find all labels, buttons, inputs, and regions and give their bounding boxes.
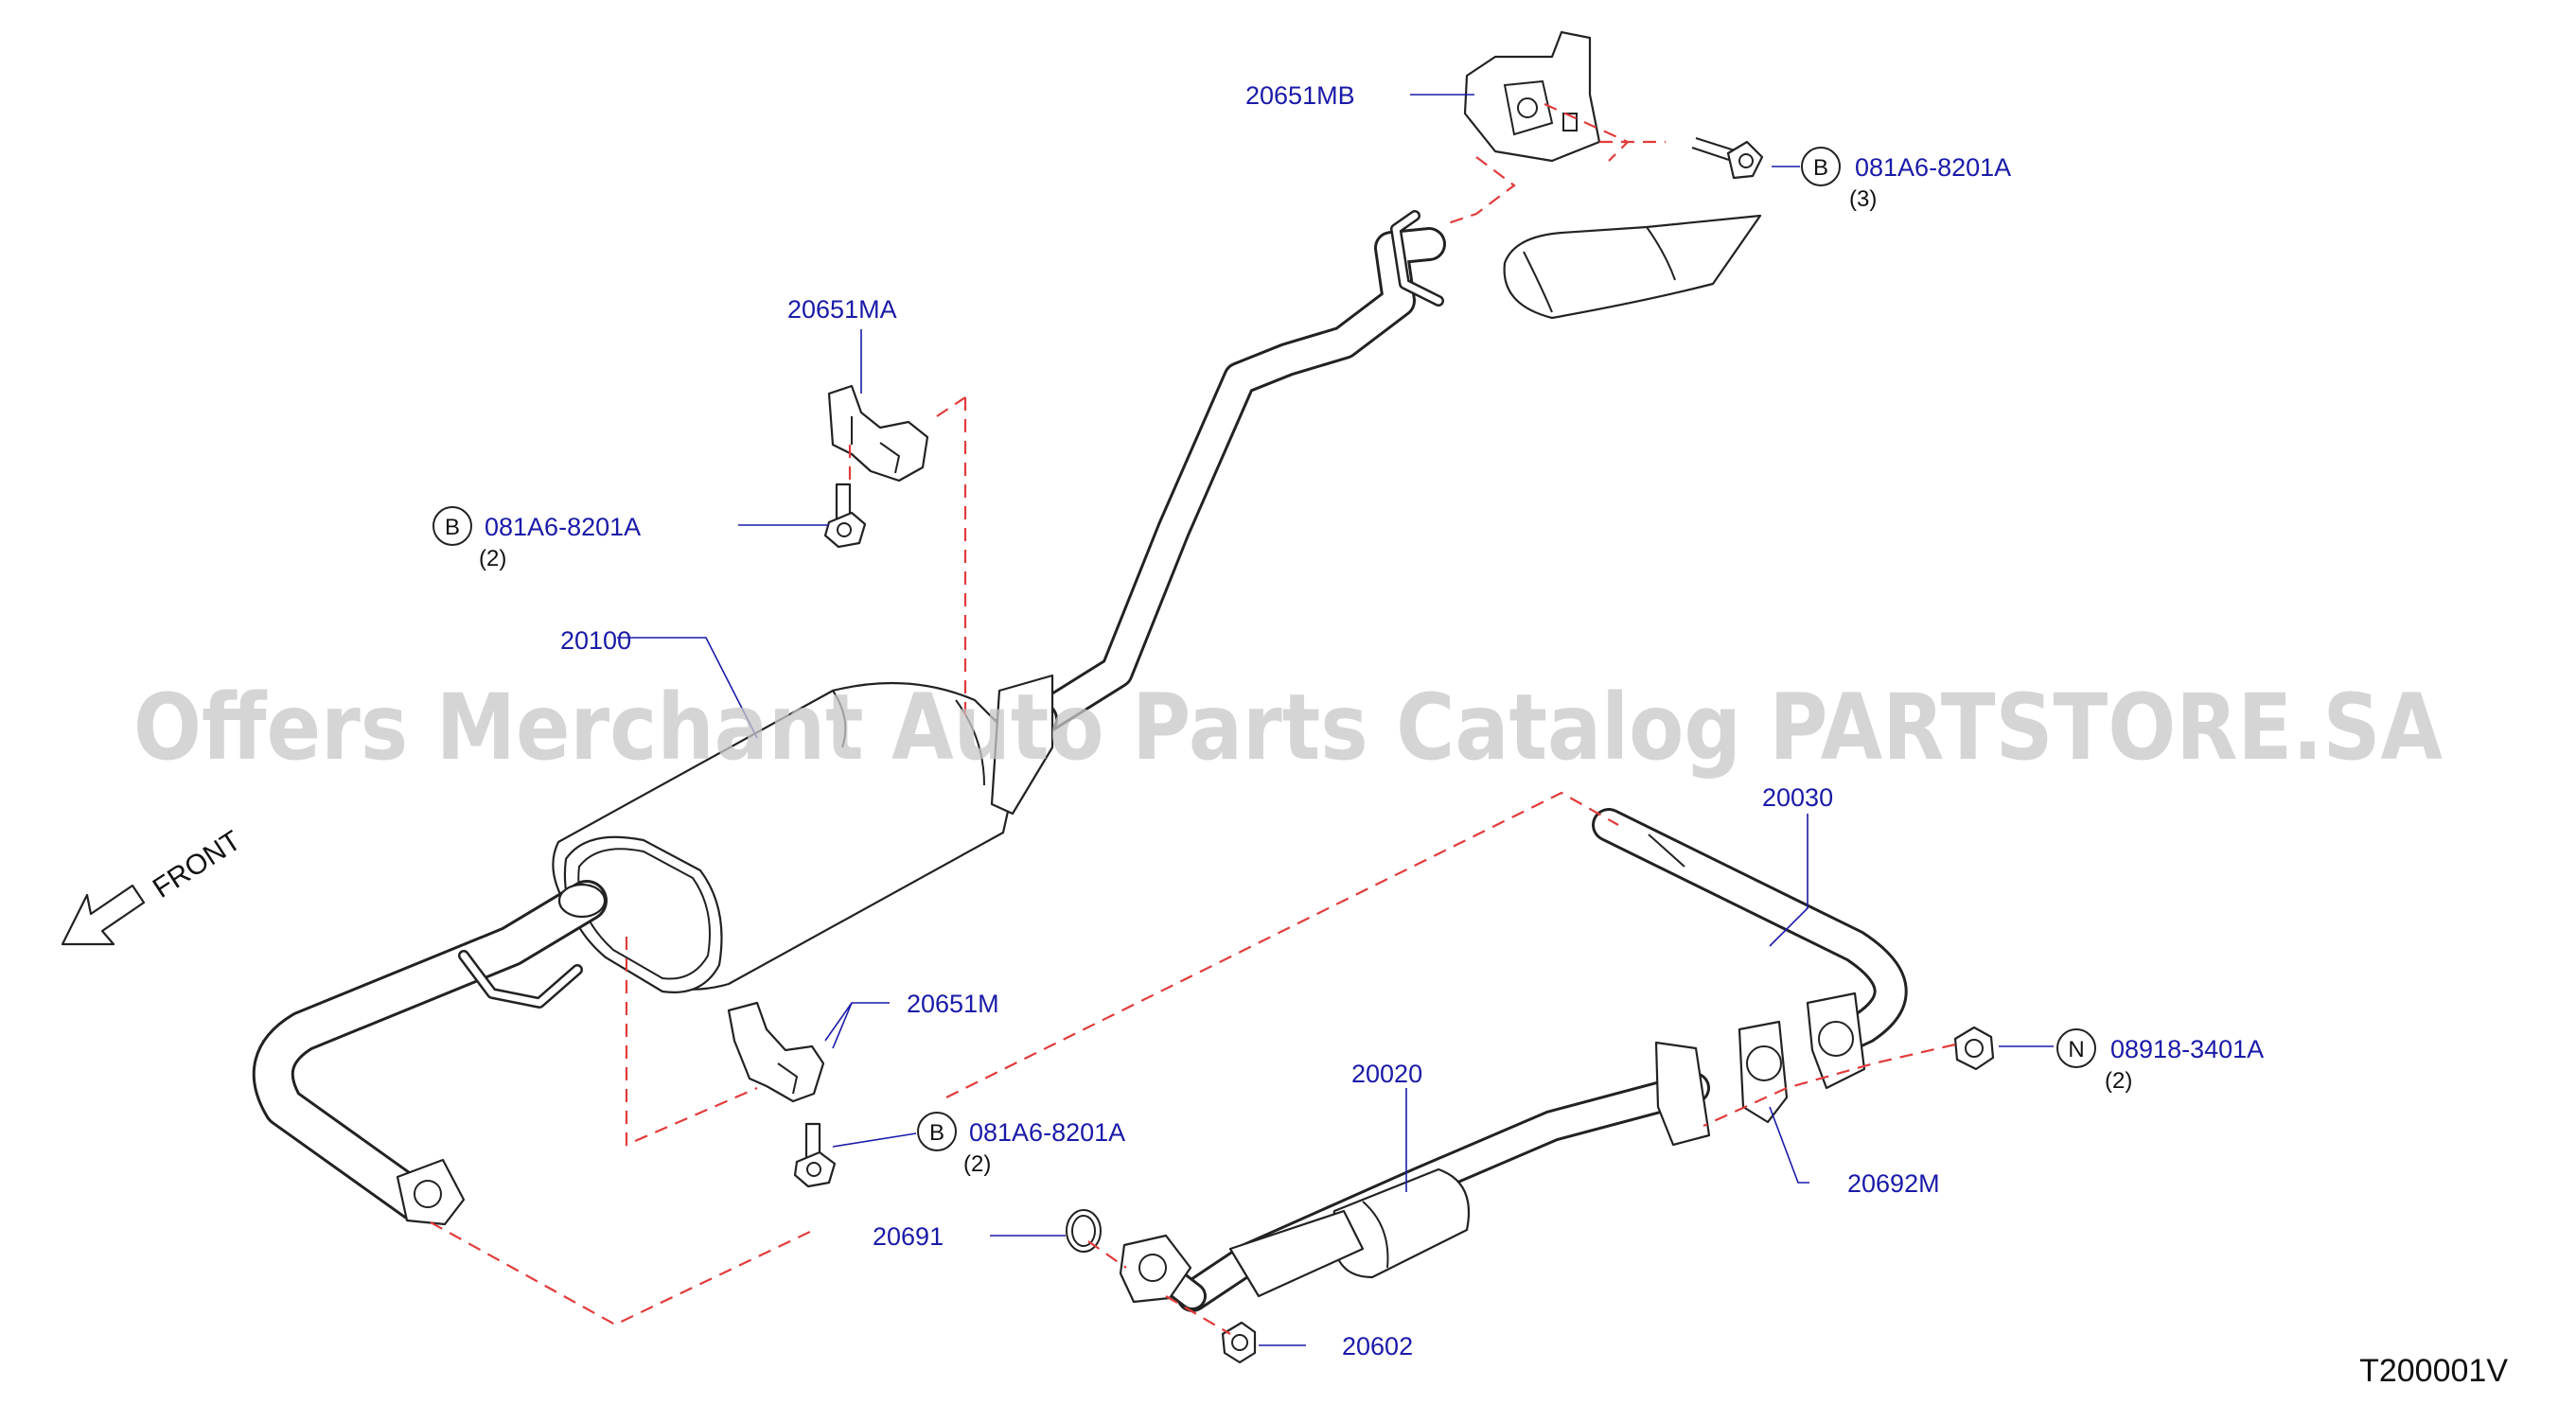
callout-20651m: 20651M	[907, 990, 999, 1018]
leader-lines	[617, 94, 2054, 1346]
center-pipe	[1592, 808, 1908, 1090]
callout-20020: 20020	[1351, 1060, 1422, 1088]
fastener-callout-mid: B 081A6-8201A (2)	[432, 506, 641, 571]
assembly-links	[430, 102, 1956, 1335]
fastener-symbol: B	[929, 1120, 944, 1146]
fastener-part: 08918-3401A	[2110, 1035, 2264, 1063]
nut-20602	[1221, 1321, 1257, 1364]
callout-20651ma: 20651MA	[787, 295, 897, 324]
fastener-callout-front: B 081A6-8201A (2)	[917, 1112, 1125, 1177]
front-tube	[1119, 1041, 1711, 1312]
fastener-qty: (2)	[963, 1151, 991, 1177]
fastener-callout-nut: N 08918-3401A (2)	[2056, 1028, 2264, 1094]
gasket-20692m	[1738, 1020, 1789, 1124]
fastener-symbol-circle	[2056, 1028, 2096, 1068]
mount-rear-20651mb	[1463, 30, 1601, 163]
mount-front-20651m	[727, 1001, 825, 1103]
fastener-symbol-circle	[432, 506, 472, 546]
muffler-assembly	[552, 674, 1058, 993]
bolt-front	[793, 1122, 837, 1188]
mount-mid-20651ma	[827, 384, 929, 483]
bolt-mid	[823, 483, 867, 549]
fastener-symbol: N	[2068, 1037, 2084, 1062]
fastener-symbol: B	[1813, 155, 1828, 181]
callout-20030: 20030	[1762, 783, 1833, 812]
fastener-qty: (2)	[479, 546, 506, 571]
callout-20602: 20602	[1342, 1332, 1413, 1360]
front-label: FRONT	[148, 825, 247, 904]
fastener-qty: (3)	[1849, 186, 1877, 212]
callout-20651mb: 20651MB	[1245, 81, 1355, 110]
fastener-symbol-circle	[917, 1112, 957, 1151]
muffler-hanger-strap	[990, 674, 1054, 816]
fastener-part: 081A6-8201A	[1855, 153, 2011, 182]
front-arrow: FRONT	[61, 825, 247, 946]
fastener-symbol: B	[445, 515, 460, 540]
rear-resonator	[1503, 214, 1762, 320]
callout-20691: 20691	[873, 1222, 944, 1251]
nut-08918	[1953, 1026, 1995, 1071]
callout-labels: 20651MB 20651MA 20100 20651M 20030 20020…	[560, 81, 1940, 1360]
callout-20100: 20100	[560, 626, 631, 655]
diagram-code: T200001V	[2359, 1353, 2508, 1389]
center-pipe-flange	[1806, 992, 1866, 1090]
front-tube-flange	[1654, 1041, 1711, 1147]
fastener-qty: (2)	[2105, 1068, 2132, 1094]
catalytic-converter	[1332, 1167, 1471, 1279]
fastener-callout-rear: B 081A6-8201A (3)	[1801, 147, 2011, 212]
fastener-part: 081A6-8201A	[969, 1118, 1125, 1147]
inlet-pipe-end	[557, 883, 607, 919]
fastener-part: 081A6-8201A	[485, 513, 641, 541]
fastener-symbol-circle	[1801, 147, 1841, 186]
tail-pipe	[1024, 210, 1762, 736]
front-direction-arrow-icon	[61, 884, 146, 946]
callout-20692m: 20692M	[1847, 1169, 1940, 1198]
front-tube-heat-shield	[1228, 1209, 1365, 1298]
muffler-inlet-pipe	[252, 880, 608, 1226]
pipe-flange-clamp	[396, 1158, 466, 1226]
bolt-rear	[1691, 137, 1764, 180]
watermark-text: Offers Merchant Auto Parts Catalog PARTS…	[133, 675, 2443, 781]
